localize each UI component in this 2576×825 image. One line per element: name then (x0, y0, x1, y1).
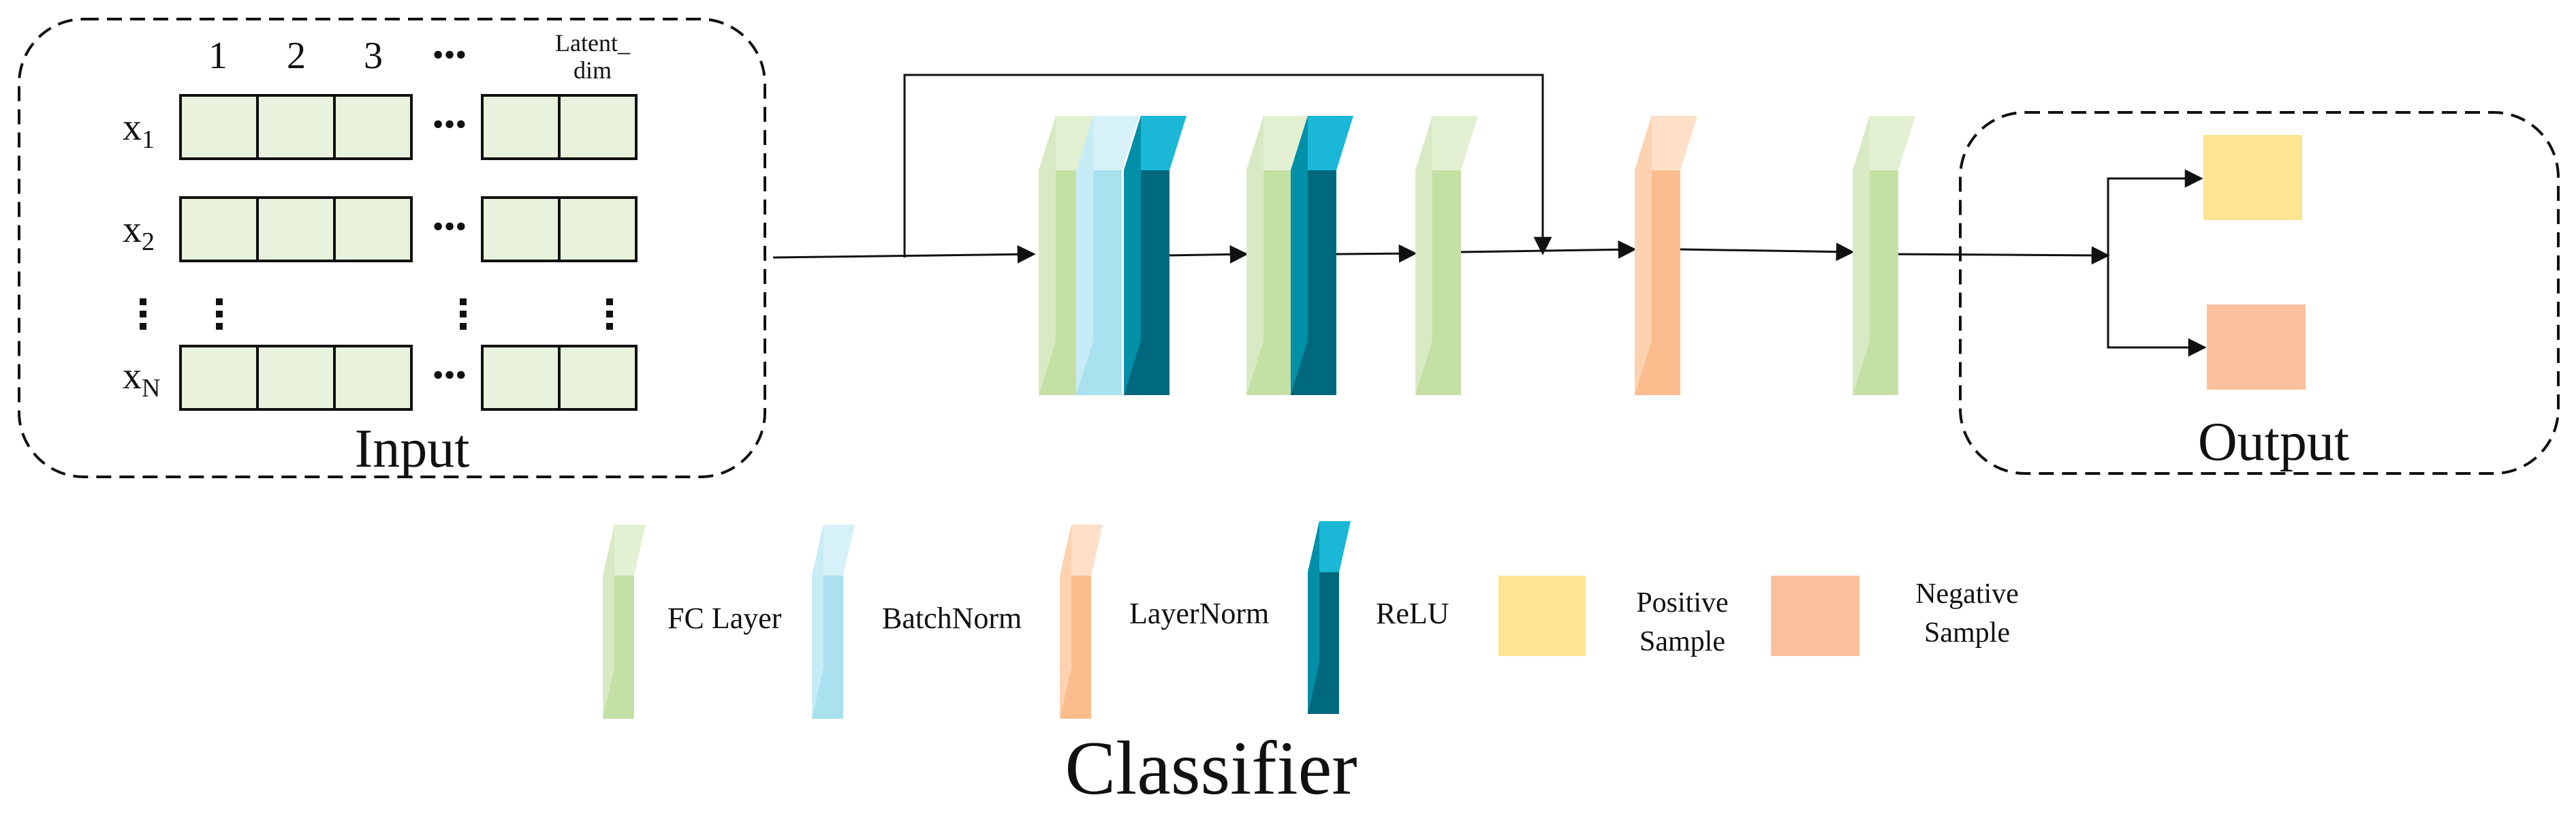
input-row-2: x2 ••• (123, 196, 638, 262)
network-layers (1039, 116, 1915, 395)
connections (772, 74, 2207, 357)
legend-label-line1: Negative (1915, 578, 2019, 610)
column-label-3: 3 (364, 35, 383, 77)
column-label-1: 1 (208, 35, 227, 77)
input-title: Input (355, 419, 470, 479)
arrow-icon (1678, 243, 1855, 262)
input-cell (558, 345, 638, 411)
row-label-x1: x1 (123, 106, 155, 154)
batchnorm-layer-slab (1076, 116, 1139, 395)
vertical-ellipsis-icon (140, 298, 146, 330)
arrow-icon (1457, 240, 1637, 259)
positive-sample-box (2203, 135, 2302, 220)
row-ellipsis: ••• (433, 357, 467, 393)
layernorm-layer-slab (1635, 116, 1697, 395)
input-cell (179, 196, 259, 262)
legend-label: FC Layer (667, 602, 782, 635)
input-cell (179, 345, 259, 411)
row-ellipsis: ••• (433, 208, 467, 245)
diagram-caption: Classifier (1065, 726, 1357, 811)
relu-slab-icon (1308, 521, 1351, 714)
relu-layer-slab (1291, 116, 1353, 395)
input-cell (481, 196, 561, 262)
input-row-1: x1 ••• (123, 94, 638, 160)
relu-layer-slab (1124, 116, 1187, 395)
input-cell (333, 345, 413, 411)
column-label-dim: dim (574, 57, 612, 84)
legend-label-line1: Positive (1636, 587, 1728, 619)
output-branch-negative-arrow-icon (2107, 255, 2207, 357)
row-label-x2: x2 (123, 208, 155, 256)
fc-layer-slab-icon (603, 525, 646, 719)
batchnorm-slab-icon (812, 525, 855, 719)
row-ellipsis: ••• (433, 106, 467, 142)
input-cell (333, 94, 413, 160)
legend-item-negative-sample: Negative Sample (1771, 576, 2019, 656)
fc-layer-slab (1853, 116, 1915, 395)
negative-sample-box (2207, 305, 2306, 390)
column-label-2: 2 (287, 35, 306, 77)
input-cell (333, 196, 413, 262)
legend-item-fc-layer: FC Layer (603, 525, 782, 719)
input-cell (558, 94, 638, 160)
output-title: Output (2198, 412, 2349, 472)
legend: FC Layer BatchNorm LayerNorm (603, 521, 2019, 719)
input-cell (256, 345, 336, 411)
output-frame (1959, 111, 2560, 475)
fc-layer-slab (1039, 116, 1101, 395)
input-row-n: xN ••• (123, 345, 638, 411)
input-cell (256, 94, 336, 160)
layernorm-slab-icon (1060, 525, 1103, 719)
input-cell (179, 94, 259, 160)
input-cell (481, 94, 561, 160)
arrow-icon (1894, 246, 2110, 265)
vertical-ellipsis-row (140, 298, 613, 330)
legend-item-batchnorm: BatchNorm (812, 525, 1022, 719)
input-cell (481, 345, 561, 411)
row-label-xn: xN (123, 355, 160, 403)
skip-connection-arrow-icon (903, 74, 1552, 258)
vertical-ellipsis-icon (216, 298, 223, 330)
output-branch-positive-arrow-icon (2107, 169, 2203, 255)
legend-label: ReLU (1376, 597, 1449, 630)
legend-label-line2: Sample (1924, 617, 2010, 649)
legend-label: BatchNorm (882, 602, 1022, 635)
column-label-latent: Latent_ (555, 29, 631, 57)
legend-item-layernorm: LayerNorm (1060, 525, 1269, 719)
legend-label: LayerNorm (1129, 597, 1269, 630)
negative-sample-swatch (1771, 576, 1859, 656)
input-frame (18, 18, 766, 478)
fc-layer-slab (1415, 116, 1478, 395)
arrow-icon (1334, 244, 1417, 263)
input-cell (558, 196, 638, 262)
input-cell (256, 196, 336, 262)
legend-item-positive-sample: Positive Sample (1498, 576, 1729, 657)
legend-label-line2: Sample (1639, 626, 1725, 657)
column-ellipsis: ••• (433, 37, 467, 73)
fc-layer-slab (1246, 116, 1309, 395)
arrow-icon (1164, 245, 1248, 264)
legend-item-relu: ReLU (1308, 521, 1449, 714)
positive-sample-swatch (1498, 576, 1586, 656)
vertical-ellipsis-icon (460, 298, 467, 330)
vertical-ellipsis-icon (606, 298, 613, 330)
